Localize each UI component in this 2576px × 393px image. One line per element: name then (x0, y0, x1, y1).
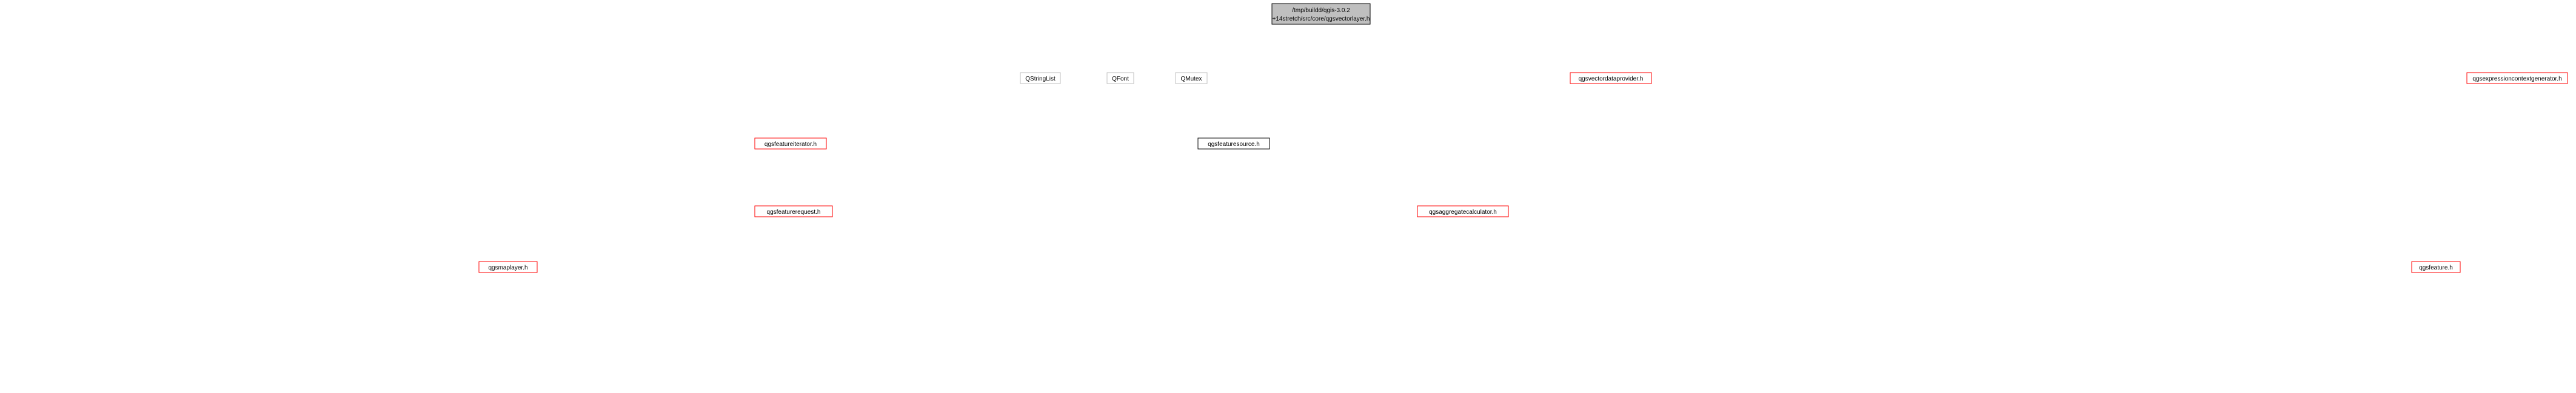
node-qgsfeaturerequest[interactable]: qgsfeaturerequest.h (754, 205, 833, 217)
root-node-qgsvectorlayer[interactable]: /tmp/buildd/qgis-3.0.2 +14stretch/src/co… (1271, 3, 1371, 25)
svg-text:qgsfeaturesource.h: qgsfeaturesource.h (1208, 141, 1260, 148)
svg-text:qgsfeatureiterator.h: qgsfeatureiterator.h (764, 141, 817, 148)
svg-text:+14stretch/src/core/qgsvectorl: +14stretch/src/core/qgsvectorlayer.h (1273, 16, 1370, 22)
svg-text:qgsexpressioncontextgenerator.: qgsexpressioncontextgenerator.h (2472, 76, 2561, 82)
node-qgsmaplayer[interactable]: qgsmaplayer.h (478, 261, 538, 273)
svg-text:qgsfeaturerequest.h: qgsfeaturerequest.h (767, 209, 821, 216)
svg-text:QStringList: QStringList (1025, 76, 1055, 82)
node-qgsfeature[interactable]: qgsfeature.h (2411, 261, 2461, 273)
node-qgsfeaturesource[interactable]: qgsfeaturesource.h (1197, 137, 1270, 150)
svg-text:qgsfeature.h: qgsfeature.h (2419, 265, 2453, 271)
svg-text:qgsaggregatecalculator.h: qgsaggregatecalculator.h (1429, 209, 1497, 216)
svg-text:/tmp/buildd/qgis-3.0.2: /tmp/buildd/qgis-3.0.2 (1292, 7, 1350, 14)
node-qgsvectordataprovider[interactable]: qgsvectordataprovider.h (1570, 72, 1652, 84)
node-qstringlist[interactable]: QStringList (1020, 72, 1061, 84)
node-qgsfeatureiterator[interactable]: qgsfeatureiterator.h (754, 137, 827, 150)
svg-text:qgsvectordataprovider.h: qgsvectordataprovider.h (1579, 76, 1644, 82)
svg-text:QFont: QFont (1112, 76, 1129, 82)
node-qmutex[interactable]: QMutex (1175, 72, 1208, 84)
node-qfont[interactable]: QFont (1106, 72, 1134, 84)
node-qgsexpressioncontextgenerator[interactable]: qgsexpressioncontextgenerator.h (2466, 72, 2568, 84)
svg-text:QMutex: QMutex (1180, 76, 1202, 82)
svg-text:qgsmaplayer.h: qgsmaplayer.h (488, 265, 527, 271)
node-qgsaggregatecalculator[interactable]: qgsaggregatecalculator.h (1417, 205, 1509, 217)
